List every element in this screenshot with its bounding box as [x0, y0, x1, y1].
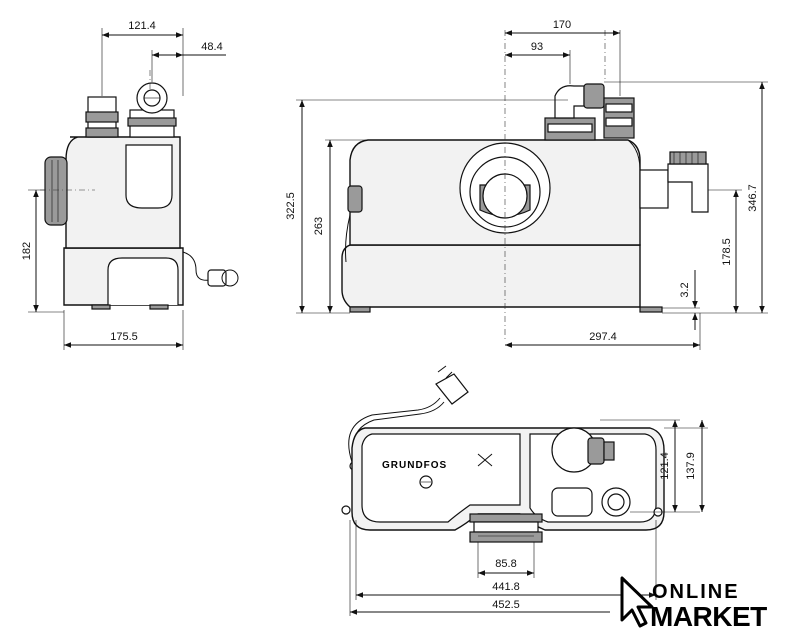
dim-side-base-width: 175.5: [110, 331, 138, 343]
product-logo: GRUNDFOS: [382, 460, 447, 471]
dim-side-height: 182: [21, 242, 33, 260]
dim-top-width-outer: 452.5: [492, 599, 520, 611]
dim-front-foot-height: 3.2: [679, 282, 691, 297]
brand-logo: ONLINE MARKET: [620, 576, 768, 632]
cursor-arrow-icon: [620, 576, 654, 628]
dim-side-top-offset: 48.4: [201, 41, 222, 53]
dim-front-base-width: 297.4: [589, 331, 617, 343]
dim-front-height-right: 346.7: [747, 184, 759, 212]
dim-side-top-width: 121.4: [128, 20, 156, 32]
dim-front-top-width: 170: [553, 19, 571, 31]
dim-top-width-inner: 441.8: [492, 581, 520, 593]
top-view: GRUNDFOS 121.4 137.9 85.8 441.8 452.5: [341, 365, 708, 616]
dim-front-outlet-height: 178.5: [721, 238, 733, 266]
dim-top-outlet-width: 85.8: [495, 558, 516, 570]
dim-top-depth-outer: 137.9: [685, 452, 697, 480]
dim-front-top-offset: 93: [531, 41, 543, 53]
product-logo-mark: [477, 453, 493, 467]
dim-front-height-body: 263: [313, 217, 325, 235]
front-view: 170 93 322.5 263 346.7 178.5 3.2 297.4: [285, 19, 768, 350]
dim-front-height-total: 322.5: [285, 192, 297, 220]
brand-line-2: MARKET: [650, 601, 767, 632]
brand-line-1: ONLINE: [652, 581, 740, 603]
dim-top-depth-inner: 121.4: [659, 452, 671, 480]
side-view: 121.4 48.4 182 175.5: [21, 20, 239, 350]
